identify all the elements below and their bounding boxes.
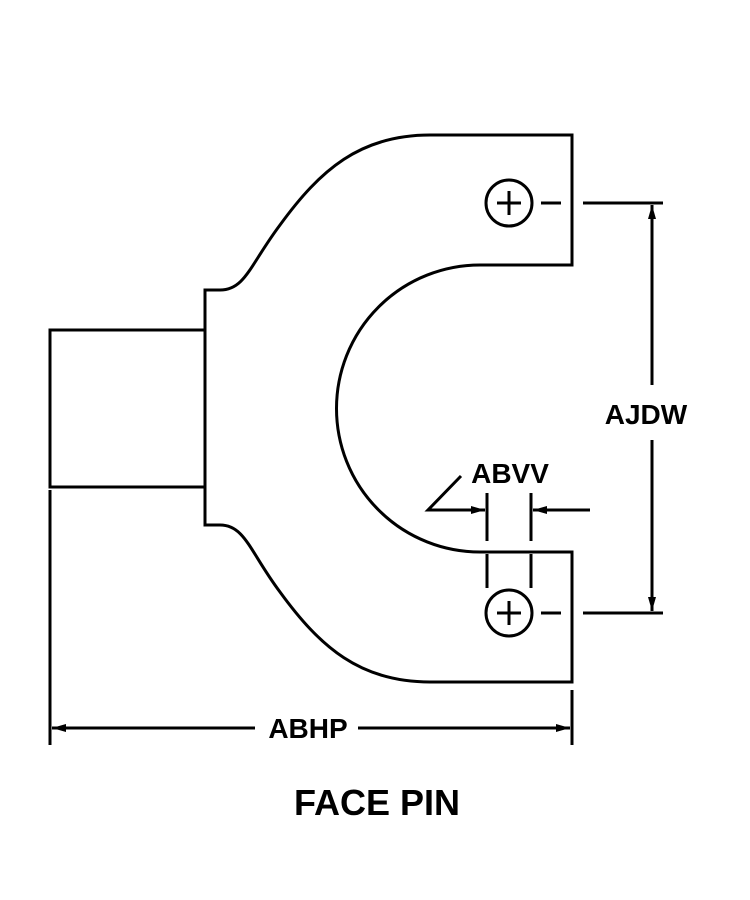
- dimension-label-abvv: ABVV: [471, 458, 549, 489]
- shank-outline: [48, 328, 207, 489]
- drawing-title: FACE PIN: [294, 782, 460, 823]
- dimension-ajdw-lines: [583, 201, 663, 615]
- dimension-abvv-lines: [424, 474, 590, 588]
- pin-hole-bottom: [484, 588, 561, 638]
- dimension-label-ajdw: AJDW: [605, 399, 688, 430]
- fork-body-outline: [203, 133, 574, 684]
- pin-hole-top: [484, 178, 561, 228]
- dimension-label-abhp: ABHP: [268, 713, 347, 744]
- dimension-abhp-lines: [48, 490, 574, 745]
